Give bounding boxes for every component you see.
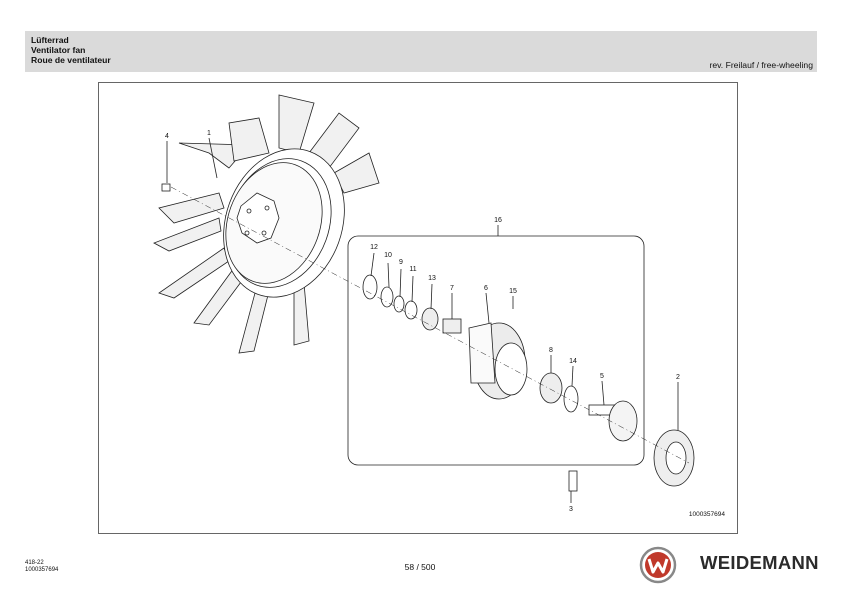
page-number: 58 / 500 — [404, 562, 436, 572]
callout-6: 6 — [484, 285, 488, 292]
callout-9: 9 — [399, 259, 403, 266]
callout-3: 3 — [569, 506, 573, 513]
callout-11: 11 — [409, 266, 416, 273]
callout-1: 1 — [207, 130, 211, 137]
callout-14: 14 — [569, 358, 577, 365]
callout-12: 12 — [370, 244, 378, 251]
callout-10: 10 — [384, 252, 392, 259]
document-code-1: 418-22 — [25, 560, 44, 566]
callout-7: 7 — [450, 285, 454, 292]
drawing-number: 1000357694 — [688, 511, 725, 518]
weidemann-w-logo-icon — [639, 546, 677, 584]
document-codes: 418-22 1000357694 — [25, 560, 58, 574]
callout-4: 4 — [165, 133, 169, 140]
callout-5: 5 — [600, 373, 604, 380]
page-header: Lüfterrad Ventilator fan Roue de ventila… — [25, 31, 817, 72]
brand-logo: WEIDEMANN — [638, 545, 819, 585]
revision-label: rev. Freilauf / free-wheeling — [709, 60, 814, 70]
callout-2: 2 — [676, 374, 680, 381]
callout-8: 8 — [549, 347, 553, 354]
callout-16: 16 — [494, 217, 502, 224]
document-code-2: 1000357694 — [25, 567, 59, 573]
title-german: Lüfterrad — [31, 35, 69, 45]
title-english: Ventilator fan — [31, 45, 86, 55]
callout-15: 15 — [509, 288, 517, 295]
title-french: Roue de ventilateur — [31, 55, 111, 65]
callout-13: 13 — [428, 275, 436, 282]
exploded-view-drawing: 4 1 16 12 10 9 11 13 7 6 15 8 14 5 2 3 1… — [98, 82, 738, 534]
fan-assembly-illustration: 4 1 16 12 10 9 11 13 7 6 15 8 14 5 2 3 — [153, 94, 695, 513]
brand-name: WEIDEMANN — [700, 552, 819, 573]
